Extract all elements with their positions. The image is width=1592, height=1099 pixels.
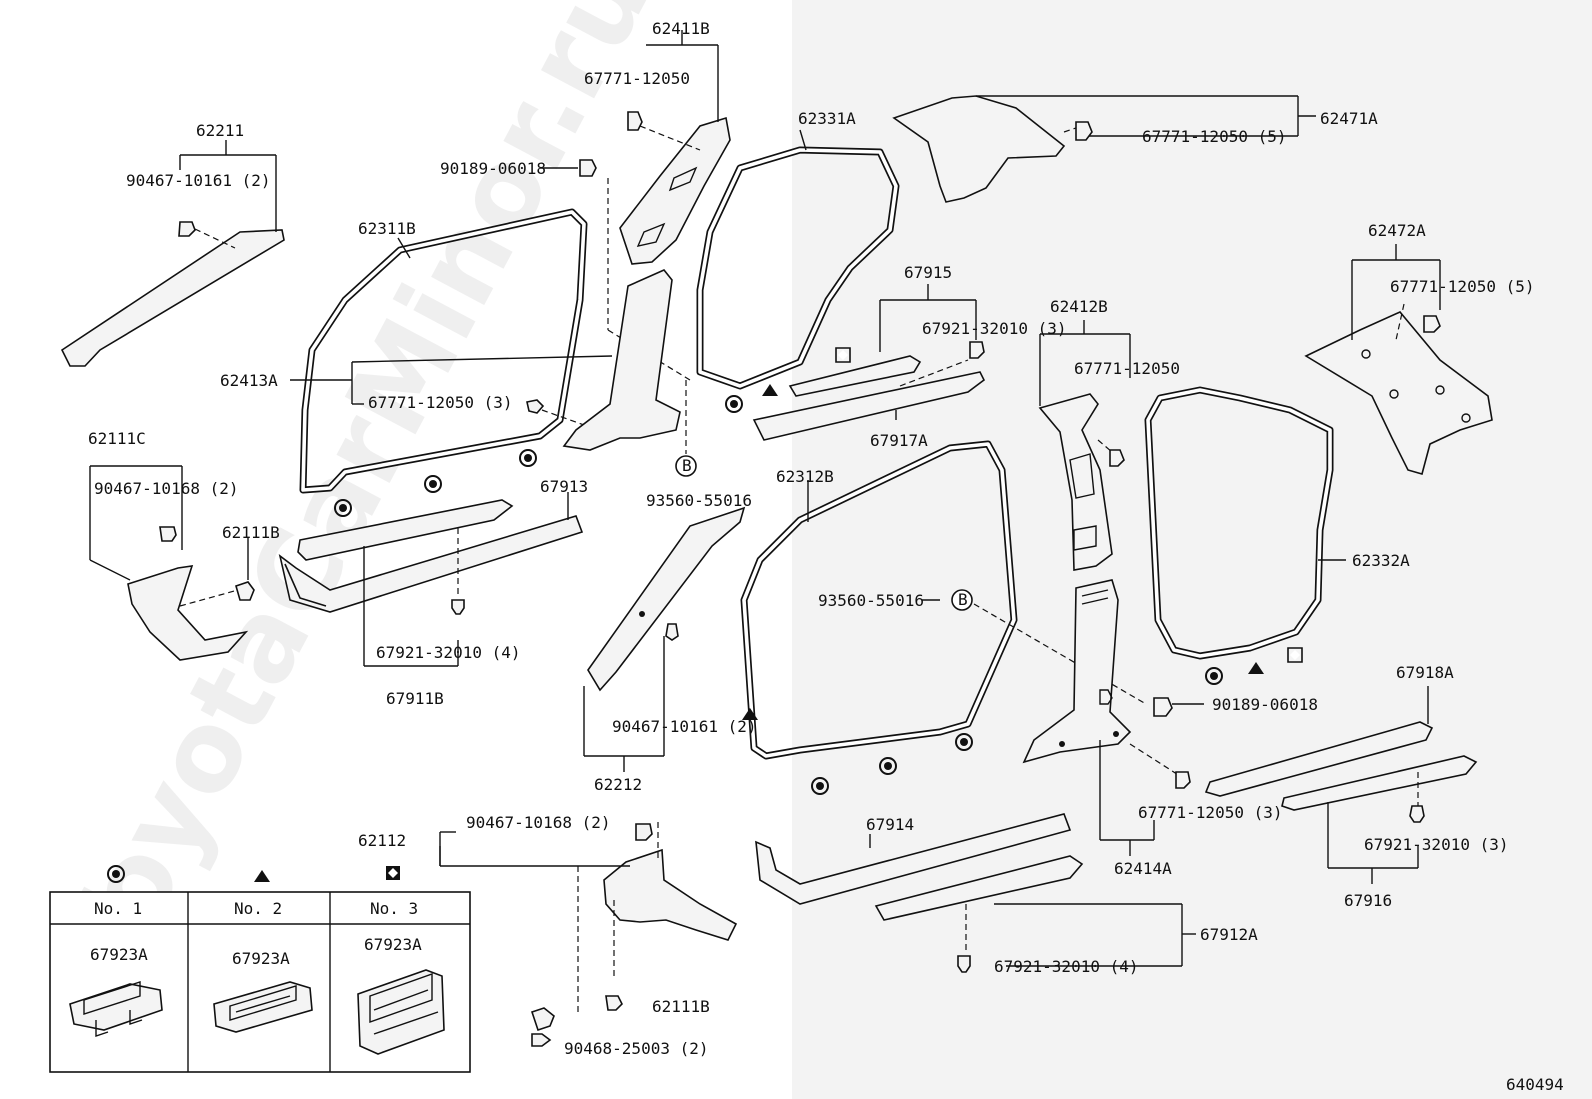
label-62331A: 62331A <box>798 109 856 128</box>
label-67771-12050-5b: 67771-12050 (5) <box>1390 277 1535 296</box>
label-62312B: 62312B <box>776 467 834 486</box>
label-90467-10161-2b: 90467-10161 (2) <box>612 717 757 736</box>
label-67916: 67916 <box>1344 891 1392 910</box>
label-62332A: 62332A <box>1352 551 1410 570</box>
label-67921-32010-3: 67921-32010 (3) <box>922 319 1067 338</box>
label-67914: 67914 <box>866 815 914 834</box>
label-90468-25003-2: 90468-25003 (2) <box>564 1039 709 1058</box>
part-62212 <box>583 506 746 772</box>
label-62472A: 62472A <box>1368 221 1426 240</box>
label-62112: 62112 <box>358 831 406 850</box>
label-62411B: 62411B <box>652 19 710 38</box>
part-62413A-pillar <box>562 269 687 454</box>
legend-header-no2: No. 2 <box>234 899 282 918</box>
label-67917A: 67917A <box>870 431 928 450</box>
label-67771-12050-3b: 67771-12050 (3) <box>1138 803 1283 822</box>
label-67915: 67915 <box>904 263 952 282</box>
label-62111B: 62111B <box>222 523 280 542</box>
legend-part-no3: 67923A <box>364 935 422 954</box>
clip-90189-06018-a <box>540 159 691 381</box>
part-62111C <box>89 465 255 661</box>
marker-93560-a <box>675 455 697 477</box>
label-90189-06018-b: 90189-06018 <box>1212 695 1318 714</box>
label-67913: 67913 <box>540 477 588 496</box>
clip-no3-drawing <box>357 969 445 1055</box>
part-62332A <box>1144 386 1346 685</box>
part-62412B <box>1038 320 1131 571</box>
label-67771-12050: 67771-12050 <box>584 69 690 88</box>
label-62211: 62211 <box>196 121 244 140</box>
clip-no2-drawing <box>213 981 313 1033</box>
legend-part-no2: 67923A <box>232 949 290 968</box>
marker-b-b: B <box>958 590 968 609</box>
label-62414A: 62414A <box>1114 859 1172 878</box>
legend-triangle-icon <box>254 870 270 882</box>
part-62211 <box>60 140 285 367</box>
part-62331A <box>696 129 900 413</box>
part-62414A <box>1022 579 1204 856</box>
legend-header-no3: No. 3 <box>370 899 418 918</box>
legend-part-no1: 67923A <box>90 945 148 964</box>
legend-table: No. 1 No. 2 No. 3 67923A 67923A 67923A <box>49 865 471 1073</box>
leader-62413A <box>290 355 613 431</box>
part-62471A <box>892 95 1316 203</box>
label-67771-12050-5: 67771-12050 (5) <box>1142 127 1287 146</box>
watermark: ToyotaCarMinor.ru <box>30 0 675 1002</box>
legend-header-no1: No. 1 <box>94 899 142 918</box>
label-90467-10168-2: 90467-10168 (2) <box>94 479 239 498</box>
label-67911B: 67911B <box>386 689 444 708</box>
label-90467-10161-2: 90467-10161 (2) <box>126 171 271 190</box>
label-62311B: 62311B <box>358 219 416 238</box>
label-67921-32010-4b: 67921-32010 (4) <box>994 957 1139 976</box>
label-67918A: 67918A <box>1396 663 1454 682</box>
part-62311B <box>299 208 588 517</box>
label-93560-55016: 93560-55016 <box>646 491 752 510</box>
clip-no1-drawing <box>69 981 163 1037</box>
label-67921-32010-4: 67921-32010 (4) <box>376 643 521 662</box>
label-67912A: 67912A <box>1200 925 1258 944</box>
part-67913-67911B <box>278 492 584 667</box>
legend-circle-icon <box>107 865 125 883</box>
label-67921-32010-3b: 67921-32010 (3) <box>1364 835 1509 854</box>
part-62112 <box>439 822 738 1047</box>
part-62312B <box>740 440 1147 795</box>
label-62471A: 62471A <box>1320 109 1378 128</box>
label-90467-10168-2b: 90467-10168 (2) <box>466 813 611 832</box>
label-67771-12050-b: 67771-12050 <box>1074 359 1180 378</box>
part-62411B <box>619 30 731 265</box>
part-67918A-67916 <box>1204 686 1478 884</box>
part-67915-67917A <box>752 284 986 441</box>
part-67914-67912A <box>755 813 1196 973</box>
right-panel-background <box>792 0 1592 1099</box>
part-62472A <box>1304 244 1493 475</box>
label-62212: 62212 <box>594 775 642 794</box>
diagram-id: 640494 <box>1506 1075 1564 1094</box>
label-90189-06018: 90189-06018 <box>440 159 546 178</box>
label-93560-55016-b: 93560-55016 <box>818 591 924 610</box>
label-62412B: 62412B <box>1050 297 1108 316</box>
label-62111C: 62111C <box>88 429 146 448</box>
label-62111B-b: 62111B <box>652 997 710 1016</box>
label-62413A: 62413A <box>220 371 278 390</box>
marker-b-a: B <box>682 456 692 475</box>
label-67771-12050-3: 67771-12050 (3) <box>368 393 513 412</box>
